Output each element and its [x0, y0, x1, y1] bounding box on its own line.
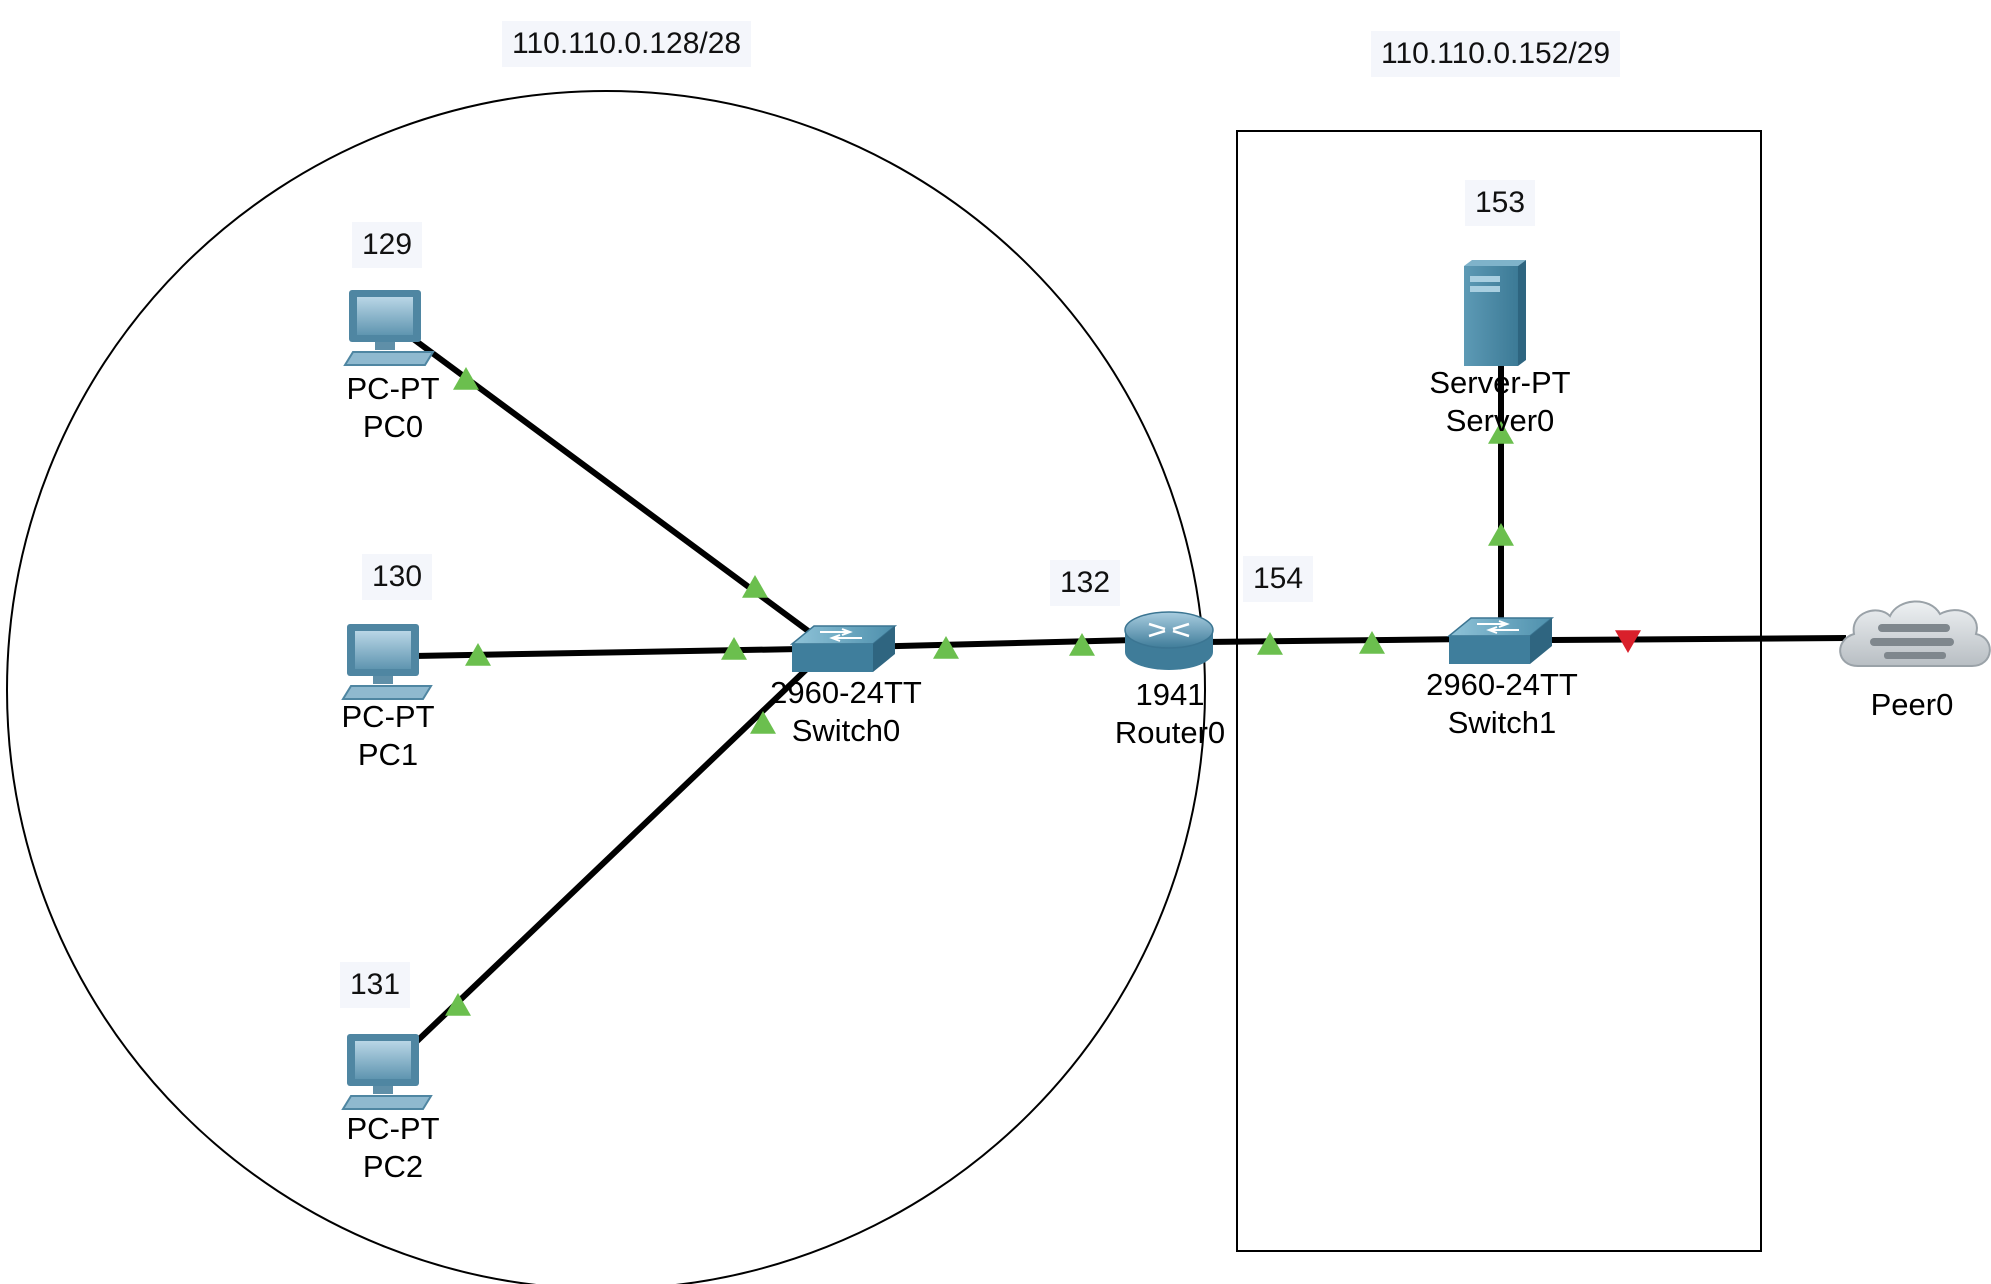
address-note-router-right: 154 [1243, 556, 1314, 602]
device-name: PC2 [362, 1149, 424, 1184]
link-up-indicator [1359, 631, 1385, 654]
router-icon[interactable] [1124, 611, 1214, 670]
link-up-indicator [453, 367, 479, 390]
device-name: PC1 [357, 737, 419, 772]
link-up-indicator [933, 636, 959, 659]
link-router0-switch1[interactable] [1204, 636, 1471, 645]
switch-icon[interactable] [789, 625, 898, 672]
device-name: Server0 [1445, 403, 1555, 438]
link-switch1-peer0[interactable] [1551, 635, 1847, 643]
server-icon[interactable] [1464, 260, 1526, 366]
link-up-indicator [742, 575, 768, 598]
device-model: 2960-24TT [770, 675, 922, 710]
device-model: PC-PT [346, 1111, 440, 1146]
device-name: Peer0 [1870, 687, 1954, 722]
link-up-indicator [1257, 632, 1283, 655]
subnet-note-right: 110.110.0.152/29 [1371, 31, 1621, 77]
subnet-right-area [1236, 130, 1762, 1252]
address-note-pc0: 129 [352, 222, 423, 268]
device-model: Server-PT [1429, 365, 1571, 400]
link-pc2-switch0[interactable] [411, 661, 815, 1047]
device-model: 1941 [1135, 677, 1205, 712]
pc-icon[interactable] [341, 1034, 433, 1110]
switch-icon[interactable] [1446, 617, 1555, 664]
link-down-indicator [1615, 630, 1641, 653]
device-label-pc0: PC-PT PC0 [347, 370, 440, 446]
device-model: PC-PT [346, 371, 440, 406]
device-name: Switch1 [1447, 705, 1557, 740]
device-label-switch0: 2960-24TT Switch0 [770, 674, 922, 750]
address-note-pc1: 130 [362, 554, 433, 600]
device-label-peer0: Peer0 [1871, 686, 1954, 724]
pc-icon[interactable] [343, 290, 435, 366]
address-note-router-left: 132 [1050, 560, 1121, 606]
device-label-server0: Server-PT Server0 [1429, 364, 1570, 440]
subnet-note-left: 110.110.0.128/28 [502, 21, 752, 67]
address-note-server: 153 [1465, 180, 1536, 226]
link-pc0-switch0[interactable] [410, 335, 817, 639]
link-switch0-router0[interactable] [859, 637, 1136, 650]
device-name: PC0 [362, 409, 424, 444]
cloud-icon[interactable] [1839, 600, 1991, 667]
device-label-router0: 1941 Router0 [1115, 676, 1225, 752]
device-label-pc2: PC-PT PC2 [347, 1110, 440, 1186]
subnet-left-area [6, 90, 1206, 1284]
link-up-indicator [1488, 421, 1514, 444]
device-model: PC-PT [341, 699, 435, 734]
link-up-indicator [465, 643, 491, 666]
link-up-indicator [1488, 523, 1514, 546]
device-model: 2960-24TT [1426, 667, 1578, 702]
address-note-pc2: 131 [340, 962, 411, 1008]
device-name: Router0 [1114, 715, 1226, 750]
link-up-indicator [445, 993, 471, 1016]
link-up-indicator [721, 637, 747, 660]
device-name: Switch0 [791, 713, 901, 748]
link-status-markers [445, 367, 1641, 1016]
link-up-indicator [1069, 633, 1095, 656]
link-up-indicator [750, 711, 776, 734]
pc-icon[interactable] [341, 624, 433, 700]
device-label-pc1: PC-PT PC1 [342, 698, 435, 774]
device-label-switch1: 2960-24TT Switch1 [1426, 666, 1578, 742]
